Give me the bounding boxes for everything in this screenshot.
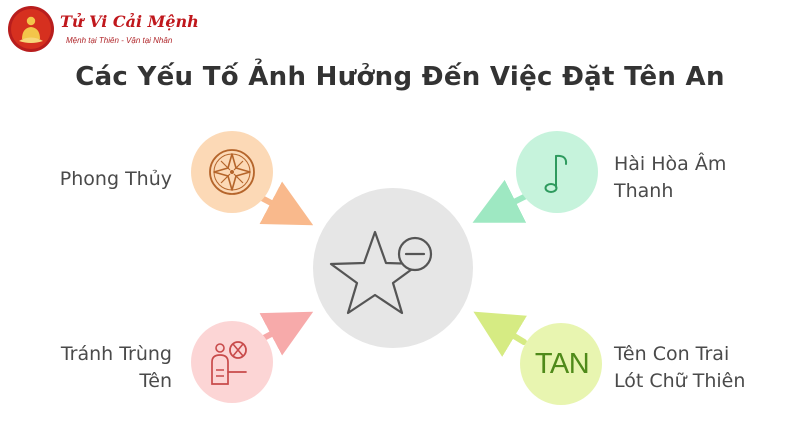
factor-node-ten-con-trai: [520, 323, 602, 405]
tan-text-icon: TAN: [534, 347, 590, 380]
page-title: Các Yếu Tố Ảnh Hưởng Đến Việc Đặt Tên An: [75, 62, 725, 92]
label-tranh-trung-ten: Tránh Trùng Tên: [60, 343, 172, 392]
compass-icon: [209, 149, 255, 195]
factor-node-phong-thuy: [191, 131, 273, 213]
arrow-ten-con-trai: [473, 311, 527, 357]
brand-tagline: Mệnh tại Thiên - Vận tại Nhân: [66, 36, 173, 45]
label-ten-con-trai: Tên Con Trai Lót Chữ Thiên: [614, 343, 746, 392]
brand-logo[interactable]: Tử Vi Cải Mệnh Mệnh tại Thiên - Vận tại …: [8, 6, 199, 52]
music-note-icon: [544, 154, 568, 193]
label-hai-hoa-am-thanh: Hài Hòa Âm Thanh: [614, 153, 727, 202]
arrow-phong-thuy: [255, 181, 314, 226]
star-minus-icon: [329, 230, 433, 315]
arrow-tranh-trung: [257, 311, 314, 356]
no-duplicate-icon: [211, 341, 247, 385]
factor-node-hai-hoa: [516, 131, 598, 213]
buddha-logo-icon: [8, 6, 54, 52]
brand-name: Tử Vi Cải Mệnh: [60, 12, 199, 31]
label-phong-thuy: Phong Thủy: [59, 168, 172, 190]
center-node: [313, 188, 473, 348]
factor-node-tranh-trung: [191, 321, 273, 403]
arrow-hai-hoa: [472, 179, 529, 223]
